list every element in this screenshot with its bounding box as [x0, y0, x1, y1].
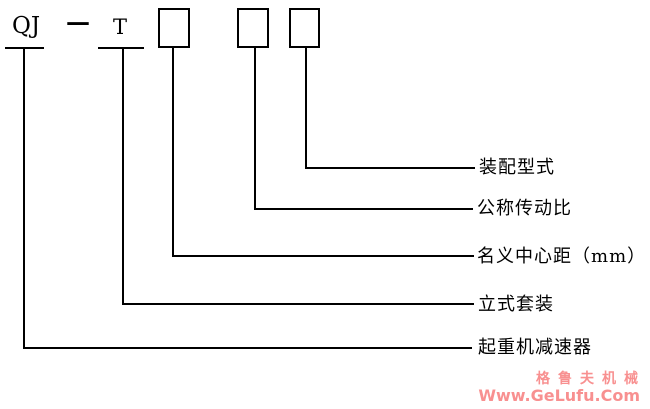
- label-center-distance: 名义中心距（mm）: [477, 246, 647, 267]
- leader-hline-crane-reducer: [23, 347, 472, 349]
- watermark-url-text: Www.GeLufu.Com: [478, 386, 640, 405]
- blank-code-box-3: [289, 8, 320, 48]
- model-prefix-code: QJ: [12, 13, 41, 39]
- leader-hline-assembly-type: [305, 167, 475, 169]
- model-dash-symbol: —: [66, 7, 90, 36]
- model-type-code: T: [113, 15, 128, 39]
- label-crane-reducer: 起重机减速器: [478, 337, 592, 358]
- label-nominal-ratio: 公称传动比: [477, 198, 572, 219]
- leader-vline-prefix: [23, 48, 25, 349]
- watermark-brand-text: 格鲁夫机械: [536, 371, 646, 387]
- leader-vline-box2: [254, 48, 256, 210]
- label-vertical-set: 立式套装: [478, 294, 554, 315]
- leader-vline-box1: [172, 48, 174, 257]
- leader-hline-center-distance: [172, 255, 474, 257]
- leader-vline-type: [122, 48, 124, 305]
- underline-type: [98, 47, 144, 49]
- watermark: 格鲁夫机械 Www.GeLufu.Com: [478, 372, 640, 404]
- leader-hline-vertical-set: [122, 303, 474, 305]
- blank-code-box-2: [237, 8, 269, 48]
- leader-vline-box3: [305, 48, 307, 169]
- leader-hline-nominal-ratio: [254, 208, 473, 210]
- blank-code-box-1: [158, 8, 190, 48]
- label-assembly-type: 装配型式: [479, 157, 555, 178]
